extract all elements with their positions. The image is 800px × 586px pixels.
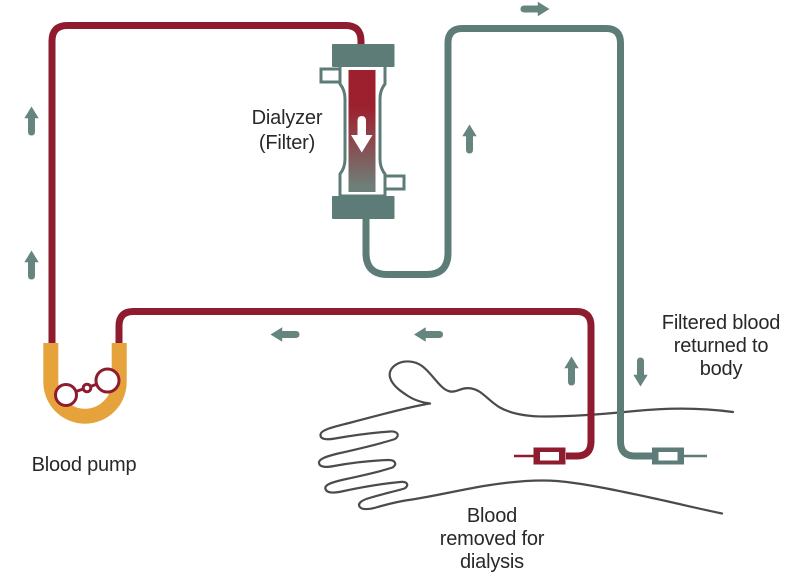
dialyzer-label-line1: Dialyzer bbox=[251, 107, 323, 129]
blood-removed-label-line2: removed for bbox=[439, 528, 545, 550]
flow-arrow-left-icon bbox=[414, 327, 443, 342]
dialyzer bbox=[319, 44, 406, 219]
filtered-blood-label-line3: body bbox=[699, 358, 743, 380]
flow-arrow-up-icon bbox=[24, 106, 39, 136]
blood-access-connector-hole bbox=[540, 452, 559, 461]
filtered-tube bbox=[362, 25, 653, 460]
dialyzer-bottom-cap bbox=[332, 196, 395, 219]
pump-rotor-hub bbox=[81, 382, 93, 394]
blood-tube-from-arm bbox=[115, 308, 595, 460]
blood-pump-label: Blood pump bbox=[31, 454, 137, 476]
pump-roller-left bbox=[54, 383, 78, 407]
flow-arrow-up-icon bbox=[564, 356, 579, 386]
flow-arrow-up-icon bbox=[462, 124, 477, 154]
flow-arrow-down-icon bbox=[633, 357, 648, 387]
blood-pump-loop bbox=[43, 343, 127, 424]
dialyzer-top-cap bbox=[332, 44, 395, 67]
flow-arrow-right-icon bbox=[520, 1, 550, 17]
blood-removed-label: Blood removed for dialysis bbox=[422, 505, 562, 574]
arm-hand-outline bbox=[317, 360, 735, 515]
filtered-access-connector-hole bbox=[658, 452, 678, 461]
filtered-blood-label: Filtered blood returned to body bbox=[648, 312, 794, 381]
flow-arrow-up-icon bbox=[24, 250, 39, 280]
filtered-blood-label-line1: Filtered blood bbox=[661, 312, 781, 334]
pump-roller-right bbox=[94, 367, 121, 394]
dialyzer-label-line2: (Filter) bbox=[258, 132, 316, 154]
filtered-blood-label-line2: returned to bbox=[673, 335, 769, 357]
blood-tube-to-dialyzer bbox=[48, 22, 365, 345]
blood-removed-label-line3: dialysis bbox=[460, 551, 524, 573]
blood-removed-label-line1: Blood bbox=[466, 505, 518, 527]
dialyzer-label: Dialyzer (Filter) bbox=[228, 106, 346, 156]
flow-arrow-left-icon bbox=[270, 327, 300, 342]
dialyzer-flow-down-icon bbox=[351, 116, 373, 153]
